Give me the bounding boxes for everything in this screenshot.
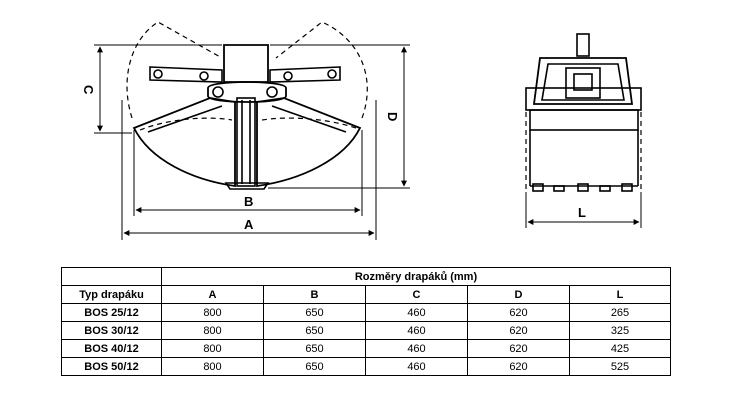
side-view <box>525 33 642 192</box>
dim-label-a: A <box>244 217 254 232</box>
dim-label-l: L <box>578 205 586 220</box>
cell-d: 620 <box>467 321 570 340</box>
dim-label-d: D <box>385 112 400 121</box>
column-header-b: B <box>263 285 366 304</box>
table-row: BOS 50/12 800 650 460 620 525 <box>61 357 671 376</box>
cell-d: 620 <box>467 357 570 376</box>
side-dimensions <box>525 192 642 228</box>
cell-l: 525 <box>569 357 671 376</box>
row-type: BOS 30/12 <box>61 321 162 340</box>
column-header-l: L <box>569 285 671 304</box>
row-type: BOS 50/12 <box>61 357 162 376</box>
cell-a: 800 <box>161 303 264 322</box>
front-dimensions <box>94 44 410 240</box>
table-header: Rozměry drapáků (mm) <box>161 267 671 286</box>
dim-label-c: C <box>81 85 96 95</box>
table-row: BOS 40/12 800 650 460 620 425 <box>61 339 671 358</box>
side-top-frame <box>532 57 634 105</box>
row-type: BOS 40/12 <box>61 339 162 358</box>
right-arm <box>269 66 341 83</box>
cell-l: 325 <box>569 321 671 340</box>
cell-a: 800 <box>161 357 264 376</box>
column-header-type: Typ drapáku <box>61 285 162 304</box>
cell-c: 460 <box>365 357 468 376</box>
column-header-c: C <box>365 285 468 304</box>
cell-c: 460 <box>365 303 468 322</box>
left-jaw <box>132 97 236 188</box>
column-header-a: A <box>161 285 264 304</box>
grab-bucket-drawing: C D B A L <box>81 21 642 240</box>
cell-d: 620 <box>467 339 570 358</box>
cell-d: 620 <box>467 303 570 322</box>
front-view <box>126 21 368 190</box>
dim-label-b: B <box>244 194 253 209</box>
cell-b: 650 <box>263 303 366 322</box>
table-row: BOS 30/12 800 650 460 620 325 <box>61 321 671 340</box>
cell-l: 265 <box>569 303 671 322</box>
column-header-d: D <box>467 285 570 304</box>
table-row: BOS 25/12 800 650 460 620 265 <box>61 303 671 322</box>
right-jaw <box>256 97 362 188</box>
row-type: BOS 25/12 <box>61 303 162 322</box>
cell-a: 800 <box>161 321 264 340</box>
table-corner-cell <box>61 267 162 286</box>
cell-b: 650 <box>263 339 366 358</box>
dimensions-table: Rozměry drapáků (mm) Typ drapáku A B C D… <box>61 267 671 376</box>
table-header-row: Rozměry drapáků (mm) <box>61 267 671 286</box>
cell-c: 460 <box>365 339 468 358</box>
open-jaw-right-outline <box>275 21 368 119</box>
open-jaw-left-outline <box>126 21 223 119</box>
cell-b: 650 <box>263 321 366 340</box>
cell-c: 460 <box>365 321 468 340</box>
cell-a: 800 <box>161 339 264 358</box>
left-arm <box>149 66 223 83</box>
side-rod <box>576 33 590 57</box>
cell-b: 650 <box>263 357 366 376</box>
table-column-row: Typ drapáku A B C D L <box>61 285 671 304</box>
center-stem <box>236 97 256 187</box>
cell-l: 425 <box>569 339 671 358</box>
top-block <box>223 44 269 83</box>
